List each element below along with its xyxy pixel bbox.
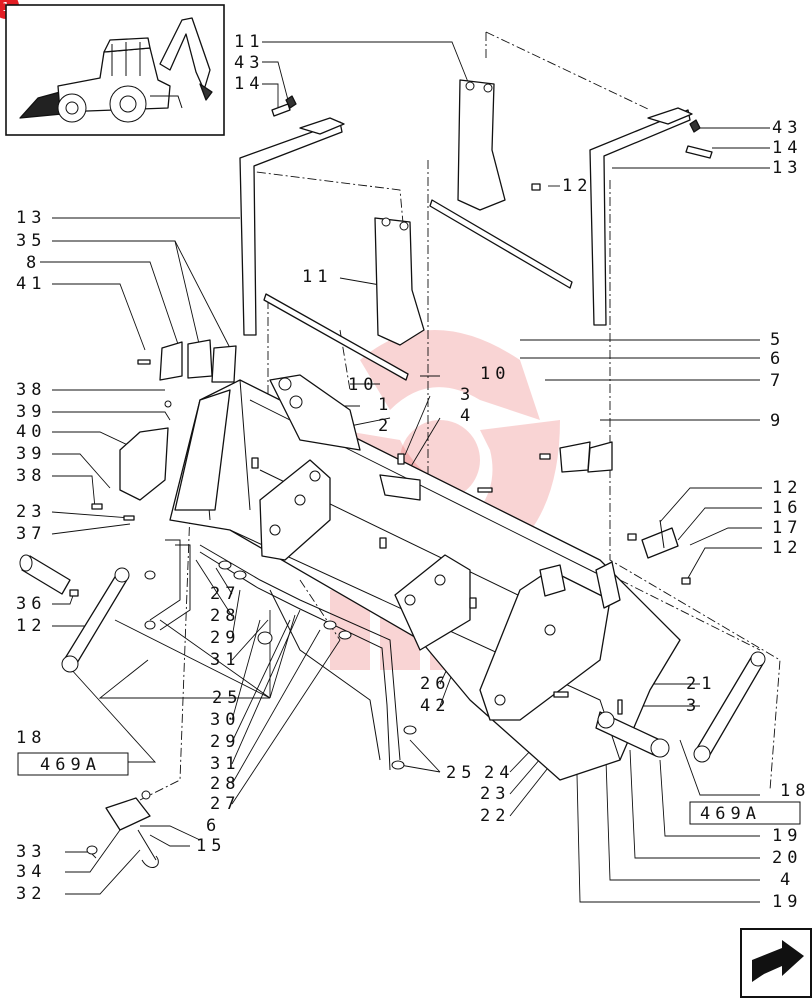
reference-code-left: 469A <box>40 755 101 775</box>
callout-30: 30 <box>210 710 240 730</box>
hydraulic-pipes <box>144 539 417 771</box>
callout-24: 24 <box>484 763 514 783</box>
callout-25: 25 <box>212 688 242 708</box>
latch-assembly <box>86 790 159 869</box>
callout-10: 10 <box>348 375 378 395</box>
callout-18: 18 <box>16 728 46 748</box>
callout-6: 6 <box>770 349 785 369</box>
callout-21: 21 <box>686 674 716 694</box>
callout-36: 36 <box>16 594 46 614</box>
callout-28: 28 <box>210 774 240 794</box>
callout-12: 12 <box>562 176 592 196</box>
callout-42: 42 <box>420 696 450 716</box>
callout-23: 23 <box>480 784 510 804</box>
callout-28: 28 <box>210 606 240 626</box>
hydraulic-cylinder-right <box>693 651 766 763</box>
fork-rod-lower <box>263 293 409 381</box>
reference-box-left: 469A <box>17 752 129 776</box>
callout-12: 12 <box>16 616 46 636</box>
callout-18: 18 <box>780 781 810 801</box>
reference-box-right: 469A <box>689 801 801 825</box>
callout-34: 34 <box>16 862 46 882</box>
callout-29: 29 <box>210 628 240 648</box>
callout-25: 25 <box>446 763 476 783</box>
callout-16: 16 <box>772 498 802 518</box>
fork-left <box>239 117 345 336</box>
callout-6: 6 <box>206 816 221 836</box>
callout-14: 14 <box>772 138 802 158</box>
callout-5: 5 <box>770 330 785 350</box>
fork-rod-upper <box>429 199 573 289</box>
leader-lines <box>40 41 770 903</box>
callout-31: 31 <box>210 754 240 774</box>
callout-29: 29 <box>210 732 240 752</box>
loader-bucket <box>169 374 681 781</box>
callout-2: 2 <box>378 416 393 436</box>
backhoe-loader-thumbnail-icon <box>5 4 225 136</box>
callout-12: 12 <box>772 478 802 498</box>
pivot-pin-assembly <box>595 519 679 758</box>
fork-holder-upper <box>457 79 506 211</box>
callout-4: 4 <box>780 870 795 890</box>
callout-9: 9 <box>770 411 785 431</box>
callout-43: 43 <box>772 118 802 138</box>
fork-holder-lower <box>374 217 425 346</box>
callout-11: 11 <box>234 32 264 52</box>
callout-13: 13 <box>16 208 46 228</box>
callout-38: 38 <box>16 380 46 400</box>
next-page-arrow-icon[interactable] <box>740 928 812 998</box>
callout-39: 39 <box>16 444 46 464</box>
callout-3: 3 <box>686 696 701 716</box>
callout-32: 32 <box>16 884 46 904</box>
callout-38: 38 <box>16 466 46 486</box>
callout-37: 37 <box>16 524 46 544</box>
callout-39: 39 <box>16 402 46 422</box>
callout-labels: 11 43 14 43 14 13 12 13 35 8 41 11 5 6 7… <box>16 32 810 912</box>
callout-40: 40 <box>16 422 46 442</box>
fork-right <box>589 107 693 326</box>
reference-code-right: 469A <box>700 804 761 824</box>
callout-35: 35 <box>16 231 46 251</box>
callout-12: 12 <box>772 538 802 558</box>
callout-10: 10 <box>480 364 510 384</box>
callout-22: 22 <box>480 806 510 826</box>
callout-13: 13 <box>772 158 802 178</box>
callout-26: 26 <box>420 674 450 694</box>
callout-19: 19 <box>772 892 802 912</box>
callout-27: 27 <box>210 584 240 604</box>
callout-31: 31 <box>210 650 240 670</box>
callout-20: 20 <box>772 848 802 868</box>
callout-43: 43 <box>234 53 264 73</box>
callout-19: 19 <box>772 826 802 846</box>
callout-4: 4 <box>460 406 475 426</box>
callout-33: 33 <box>16 842 46 862</box>
callout-23: 23 <box>16 502 46 522</box>
callout-14: 14 <box>234 74 264 94</box>
side-guard <box>119 427 169 501</box>
callout-27: 27 <box>210 794 240 814</box>
callout-1: 1 <box>378 395 393 415</box>
callout-41: 41 <box>16 274 46 294</box>
wear-pads <box>159 339 613 473</box>
callout-11: 11 <box>302 267 332 287</box>
small-fasteners <box>69 95 713 715</box>
callout-15: 15 <box>196 836 226 856</box>
callout-7: 7 <box>770 371 785 391</box>
callout-17: 17 <box>772 518 802 538</box>
hydraulic-cylinder-left <box>19 554 130 673</box>
callout-3: 3 <box>460 385 475 405</box>
callout-8: 8 <box>26 253 41 273</box>
